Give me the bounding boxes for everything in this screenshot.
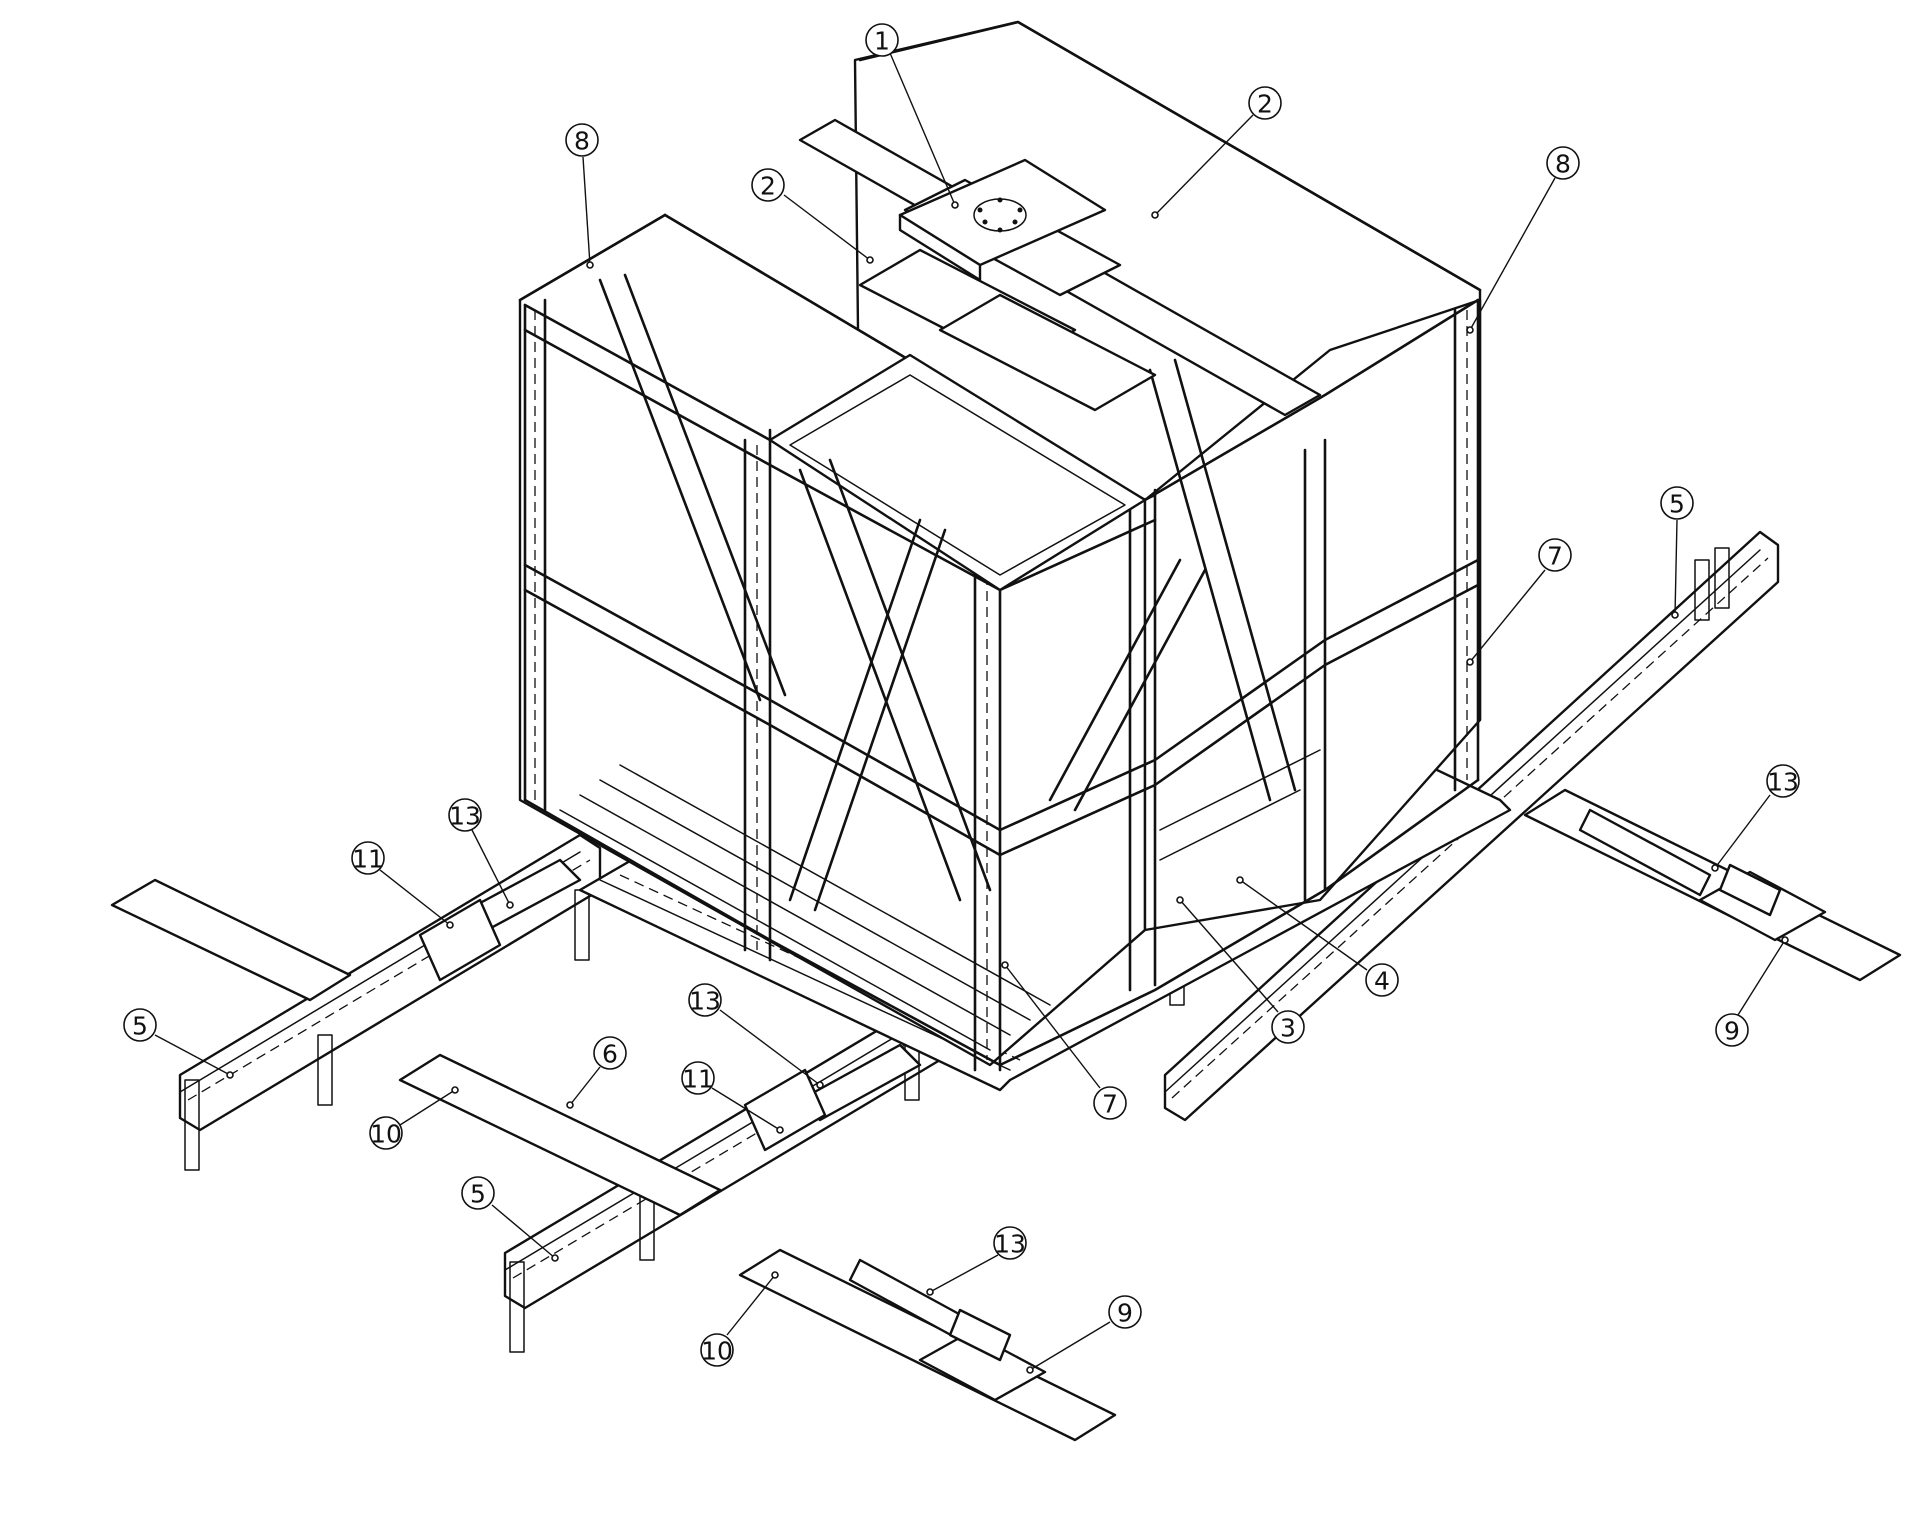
svg-text:10: 10: [370, 1120, 402, 1149]
lifting-frame: [518, 20, 1482, 1072]
cross-plate-center: [398, 1053, 722, 1217]
callout-8a: 8: [565, 123, 599, 269]
svg-text:5: 5: [1669, 490, 1685, 519]
svg-text:13: 13: [449, 802, 481, 831]
actuator-center: [743, 1043, 922, 1152]
callout-7a: 7: [1466, 538, 1572, 666]
svg-text:13: 13: [994, 1230, 1026, 1259]
svg-text:5: 5: [132, 1012, 148, 1041]
svg-text:1: 1: [874, 27, 890, 56]
callout-13b: 13: [688, 983, 824, 1089]
svg-text:9: 9: [1724, 1017, 1740, 1046]
lifting-plate: [898, 158, 1107, 282]
callout-6: 6: [566, 1036, 627, 1109]
callout-13a: 13: [448, 798, 514, 909]
svg-text:13: 13: [689, 987, 721, 1016]
svg-text:8: 8: [574, 127, 590, 156]
callout-11a: 11: [351, 841, 454, 929]
callout-5c: 5: [1660, 486, 1694, 619]
callout-1: 1: [865, 23, 959, 209]
svg-text:3: 3: [1280, 1014, 1296, 1043]
svg-text:10: 10: [701, 1337, 733, 1366]
svg-text:11: 11: [682, 1065, 714, 1094]
callout-13d: 13: [1711, 764, 1800, 872]
svg-text:4: 4: [1374, 967, 1390, 996]
callout-5a: 5: [123, 1008, 234, 1079]
callout-3: 3: [1176, 896, 1305, 1044]
svg-text:2: 2: [760, 172, 776, 201]
actuator-right: [1578, 808, 1782, 917]
svg-text:7: 7: [1102, 1090, 1118, 1119]
callout-5b: 5: [461, 1176, 559, 1262]
svg-text:13: 13: [1767, 768, 1799, 797]
svg-text:9: 9: [1117, 1299, 1133, 1328]
callout-9b: 9: [1715, 936, 1789, 1047]
callout-2a: 2: [751, 168, 874, 264]
cross-plate-right: [1523, 788, 1902, 982]
callouts: 1 2 2 3 4 5 5 5: [123, 23, 1800, 1374]
callout-8b: 8: [1466, 146, 1580, 334]
actuator-bottom: [848, 1258, 1012, 1362]
actuator-left: [418, 858, 582, 982]
svg-text:11: 11: [352, 845, 384, 874]
cross-plate-left: [110, 878, 352, 1002]
callout-13c: 13: [926, 1226, 1027, 1296]
svg-text:8: 8: [1555, 150, 1571, 179]
callout-11b: 11: [681, 1061, 784, 1134]
callout-9a: 9: [1026, 1295, 1142, 1374]
callout-2b: 2: [1151, 86, 1282, 219]
svg-text:6: 6: [602, 1040, 618, 1069]
cross-plate-bottom: [738, 1248, 1117, 1442]
svg-text:2: 2: [1257, 90, 1273, 119]
svg-text:7: 7: [1547, 542, 1563, 571]
callout-4: 4: [1236, 876, 1399, 997]
callout-10a: 10: [369, 1086, 459, 1150]
svg-text:5: 5: [470, 1180, 486, 1209]
callout-10b: 10: [700, 1271, 779, 1367]
callout-7b: 7: [1001, 961, 1127, 1120]
